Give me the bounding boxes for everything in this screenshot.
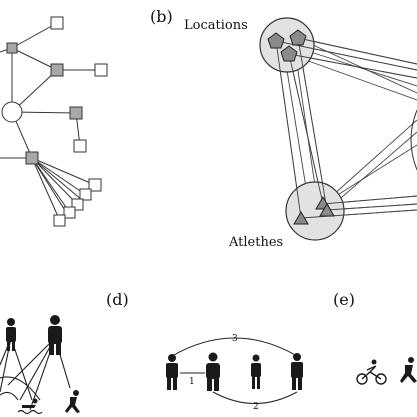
edge-label-3: 3 (232, 334, 238, 344)
person-icon (251, 354, 261, 389)
node-square-white (53, 214, 66, 227)
panel-b-marker: (b) (150, 7, 173, 26)
cyclist-icon (356, 359, 387, 385)
athletes-cluster (285, 181, 345, 241)
arc-3 (171, 337, 298, 357)
node-square-white (94, 63, 108, 77)
location-nodes (267, 29, 307, 62)
location-pentagon (267, 32, 285, 49)
panel-e-marker: (e) (333, 290, 355, 309)
athlete-triangle (293, 211, 309, 225)
panel-a-graph (0, 22, 101, 222)
node-square-white (50, 16, 64, 30)
person-icon (166, 354, 178, 390)
panel-a-nodes (1, 16, 108, 227)
edge-label-1: 1 (189, 377, 195, 387)
swimmer-icon (17, 398, 43, 415)
panel-d-arcs (171, 337, 298, 404)
person-icon (206, 352, 220, 391)
person-icon (48, 315, 62, 355)
node-circle-hub (1, 101, 23, 123)
node-square-white (88, 178, 102, 192)
panel-b-right-partial (410, 109, 417, 171)
edge-label-2: 2 (253, 402, 259, 412)
node-square-white (79, 188, 92, 201)
panel-c-partial (0, 315, 80, 415)
athlete-triangle (319, 203, 335, 217)
locations-label: Locations (184, 18, 248, 33)
panel-b-inner-edges (275, 37, 417, 219)
runner-icon (65, 390, 80, 413)
location-pentagon (289, 29, 307, 46)
node-square-white (73, 139, 87, 153)
person-icon (6, 318, 16, 351)
locations-cluster (259, 17, 315, 73)
panel-d-marker: (d) (106, 290, 129, 309)
node-square-gray (25, 151, 39, 165)
person-icon (291, 353, 303, 390)
runner-icon (400, 357, 417, 383)
node-square-white (71, 198, 84, 211)
athlete-nodes (293, 196, 335, 225)
location-pentagon (280, 45, 298, 62)
node-square-white (63, 206, 76, 219)
athletes-label: Atlethes (228, 235, 283, 250)
node-square-gray (6, 42, 18, 54)
node-square-gray (69, 106, 83, 120)
node-square-gray (50, 63, 64, 77)
arc-2 (212, 391, 298, 404)
